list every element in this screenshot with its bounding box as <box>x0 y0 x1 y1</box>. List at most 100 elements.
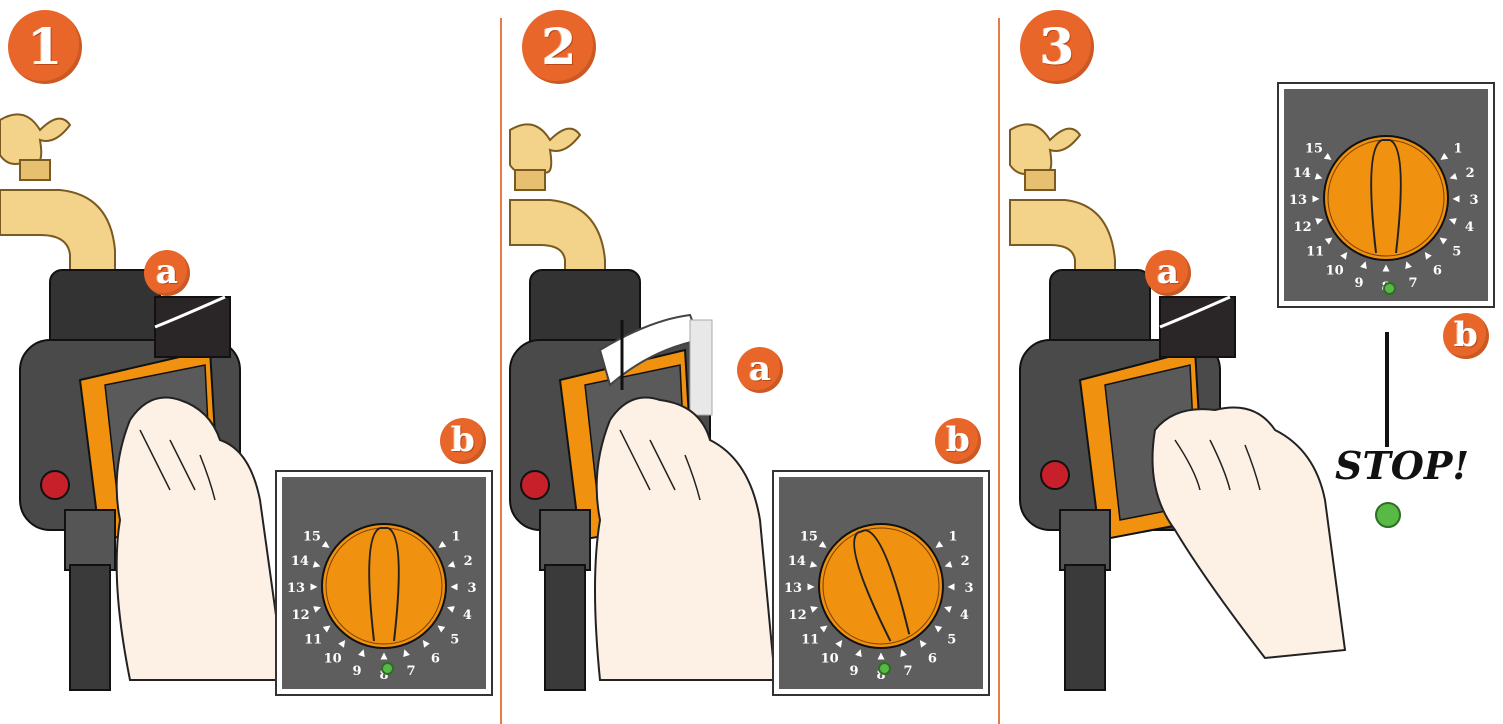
green-led-icon <box>1383 282 1396 295</box>
dial-tick <box>819 541 829 551</box>
dial-tick <box>420 638 430 648</box>
label-a-1: a <box>144 250 190 296</box>
dial-tick <box>313 561 322 570</box>
dial-tick <box>1422 250 1432 260</box>
timer-dial-icon: 123456789101112131415 <box>1279 84 1493 306</box>
dial-tick <box>1383 265 1390 272</box>
label-b-1: b <box>440 418 486 464</box>
dial-tick <box>435 623 445 633</box>
label-a-3: a <box>1145 250 1191 296</box>
divider-2 <box>998 18 1000 724</box>
dial-tick <box>810 561 819 570</box>
step-badge-1: 1 <box>8 10 82 84</box>
dial-number-9: 9 <box>849 664 858 679</box>
step-badge-2: 2 <box>522 10 596 84</box>
dial-tick <box>447 561 456 570</box>
green-led-icon <box>1375 502 1401 528</box>
dial-tick <box>1437 235 1447 245</box>
label-b-3: b <box>1443 313 1489 359</box>
dial-tick <box>1325 235 1335 245</box>
dial-tick <box>1360 260 1369 269</box>
stop-line <box>1385 332 1389 447</box>
dial-tick <box>313 604 322 613</box>
hand-icon <box>1145 400 1355 660</box>
dial-tick <box>338 638 348 648</box>
dial-number-4: 4 <box>1465 220 1474 235</box>
dial-number-12: 12 <box>789 608 807 623</box>
dial-tick <box>1438 153 1448 163</box>
green-led-icon <box>381 662 394 675</box>
dial-number-14: 14 <box>788 554 806 569</box>
dial-tick <box>898 648 907 657</box>
dial-number-3: 3 <box>964 581 973 596</box>
dial-number-7: 7 <box>1408 276 1417 291</box>
dial-tick <box>450 583 457 590</box>
dial-number-2: 2 <box>464 554 473 569</box>
dial-tick <box>1315 216 1324 225</box>
dial-number-12: 12 <box>292 608 310 623</box>
dial-panel-3: 123456789101112131415 <box>1277 82 1495 308</box>
dial-tick <box>1315 173 1324 182</box>
dial-tick <box>1452 195 1459 202</box>
dial-number-1: 1 <box>949 530 958 545</box>
label-a-2: a <box>737 347 783 393</box>
hand-icon <box>590 380 790 680</box>
dial-tick <box>323 623 333 633</box>
dial-tick <box>401 648 410 657</box>
battery-cover-icon <box>150 292 240 362</box>
dial-tick <box>381 653 388 660</box>
dial-tick <box>1340 250 1350 260</box>
dial-number-13: 13 <box>287 581 305 596</box>
green-led-icon <box>878 662 891 675</box>
dial-number-13: 13 <box>1289 193 1307 208</box>
dial-number-15: 15 <box>1305 142 1323 157</box>
dial-tick <box>878 653 885 660</box>
dial-number-15: 15 <box>303 530 321 545</box>
dial-tick <box>933 541 943 551</box>
dial-number-9: 9 <box>352 664 361 679</box>
dial-number-10: 10 <box>821 651 839 666</box>
dial-tick <box>943 604 952 613</box>
dial-number-6: 6 <box>431 651 440 666</box>
dial-tick <box>322 541 332 551</box>
dial-number-12: 12 <box>1294 220 1312 235</box>
dial-number-3: 3 <box>467 581 476 596</box>
dial-tick <box>947 583 954 590</box>
dial-tick <box>310 583 317 590</box>
dial-tick <box>807 583 814 590</box>
dial-number-5: 5 <box>1452 244 1461 259</box>
dial-number-14: 14 <box>291 554 309 569</box>
dial-number-5: 5 <box>450 632 459 647</box>
dial-number-3: 3 <box>1469 193 1478 208</box>
dial-number-9: 9 <box>1354 276 1363 291</box>
dial-number-5: 5 <box>947 632 956 647</box>
dial-number-13: 13 <box>784 581 802 596</box>
dial-number-6: 6 <box>928 651 937 666</box>
dial-number-4: 4 <box>463 608 472 623</box>
dial-number-11: 11 <box>801 632 819 647</box>
dial-number-2: 2 <box>961 554 970 569</box>
dial-number-4: 4 <box>960 608 969 623</box>
hand-icon <box>110 380 290 680</box>
dial-number-11: 11 <box>304 632 322 647</box>
divider-1 <box>500 18 502 724</box>
dial-tick <box>944 561 953 570</box>
step-badge-3: 3 <box>1020 10 1094 84</box>
dial-number-7: 7 <box>903 664 912 679</box>
dial-tick <box>855 648 864 657</box>
dial-tick <box>436 541 446 551</box>
dial-number-15: 15 <box>800 530 818 545</box>
battery-cover-icon <box>1155 292 1245 362</box>
dial-tick <box>810 604 819 613</box>
stop-text: STOP! <box>1335 443 1469 488</box>
dial-number-11: 11 <box>1306 244 1324 259</box>
label-b-2: b <box>935 418 981 464</box>
dial-number-10: 10 <box>1326 263 1344 278</box>
dial-tick <box>1403 260 1412 269</box>
dial-tick <box>820 623 830 633</box>
dial-number-6: 6 <box>1433 263 1442 278</box>
